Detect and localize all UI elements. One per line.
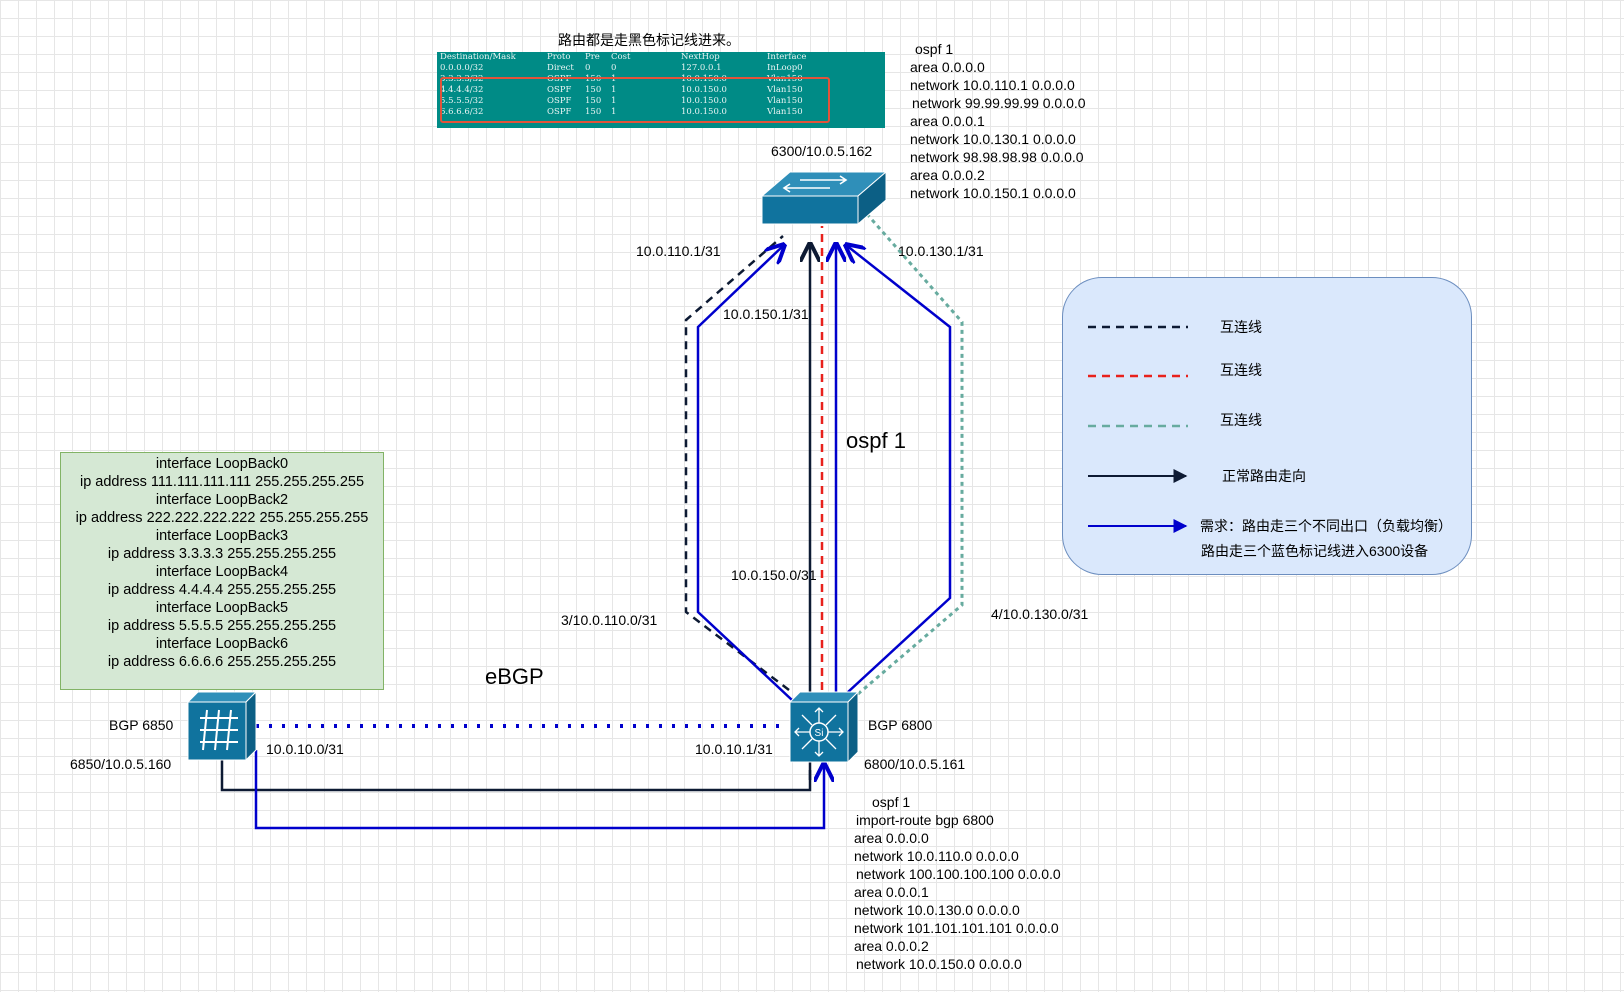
routing-table-image: Destination/Mask Proto Pre Cost NextHop … xyxy=(437,52,885,128)
device-6300-label: 6300/10.0.5.162 xyxy=(771,143,873,159)
route-table-header: Destination/Mask Proto Pre Cost NextHop … xyxy=(440,52,807,62)
link-label-130-1: 10.0.130.1/31 xyxy=(898,243,984,259)
route-table-highlight xyxy=(440,77,830,123)
route-table-row: 0.0.0.0/32 Direct 0 0 127.0.0.1 InLoop0 xyxy=(440,63,803,73)
link-label-10-0: 10.0.10.0/31 xyxy=(266,741,344,757)
ebgp-label: eBGP xyxy=(485,664,544,689)
path-blue-110 xyxy=(696,245,793,701)
caption-text: 路由都是走黑色标记线进来。 xyxy=(558,32,740,48)
link-label-10-1: 10.0.10.1/31 xyxy=(695,741,773,757)
bgp6800-mgmt: 6800/10.0.5.161 xyxy=(864,756,966,772)
legend-black-dashed-label: 互连线 xyxy=(1220,319,1262,335)
route-table-row: 3.3.3.3/32 OSPF 150 1 10.0.150.0 Vlan150 xyxy=(440,74,803,84)
ospf-config-6800: ospf 1 import-route bgp 6800 area 0.0.0.… xyxy=(854,794,1061,972)
bgp6800-name: BGP 6800 xyxy=(868,717,933,733)
legend-teal-dashed-label: 互连线 xyxy=(1220,412,1262,428)
link-teal-dashed-130 xyxy=(857,204,964,696)
bgp6850-mgmt: 6850/10.0.5.160 xyxy=(70,756,172,772)
link-label-150-0: 10.0.150.0/31 xyxy=(731,567,817,583)
route-table-row: 5.5.5.5/32 OSPF 150 1 10.0.150.0 Vlan150 xyxy=(440,96,803,106)
legend-blue-arrow-label-1: 需求：路由走三个不同出口（负载均衡） xyxy=(1200,518,1452,534)
path-blue-6850 xyxy=(254,750,824,830)
legend-black-arrow-label: 正常路由走向 xyxy=(1222,468,1306,484)
path-blue-130 xyxy=(846,245,952,693)
loopback-config-box: interface LoopBack0 ip address 111.111.1… xyxy=(60,452,384,690)
legend-red-dashed-label: 互连线 xyxy=(1220,362,1262,378)
svg-text:Si: Si xyxy=(815,728,824,739)
legend-blue-arrow-label-2: 路由走三个蓝色标记线进入6300设备 xyxy=(1201,543,1429,559)
link-label-130-0: 4/10.0.130.0/31 xyxy=(991,606,1089,622)
link-label-110-1: 10.0.110.1/31 xyxy=(636,243,721,259)
link-label-110-0: 3/10.0.110.0/31 xyxy=(561,612,658,628)
ospf-config-6300: ospf 1 area 0.0.0.0 network 10.0.110.1 0… xyxy=(910,41,1086,201)
route-table-row: 4.4.4.4/32 OSPF 150 1 10.0.150.0 Vlan150 xyxy=(440,85,803,95)
switch-6300-icon[interactable] xyxy=(760,170,888,226)
switch-6800-icon[interactable]: Si xyxy=(788,690,860,764)
route-table-row: 6.6.6.6/32 OSPF 150 1 10.0.150.0 Vlan150 xyxy=(440,107,803,117)
link-label-150-1: 10.0.150.1/31 xyxy=(723,306,809,322)
link-black-dashed-110 xyxy=(684,235,790,691)
path-black-6850 xyxy=(220,750,812,792)
ospf-area-label: ospf 1 xyxy=(846,428,906,453)
bgp6850-name: BGP 6850 xyxy=(109,717,174,733)
switch-6850-icon[interactable] xyxy=(186,690,258,762)
